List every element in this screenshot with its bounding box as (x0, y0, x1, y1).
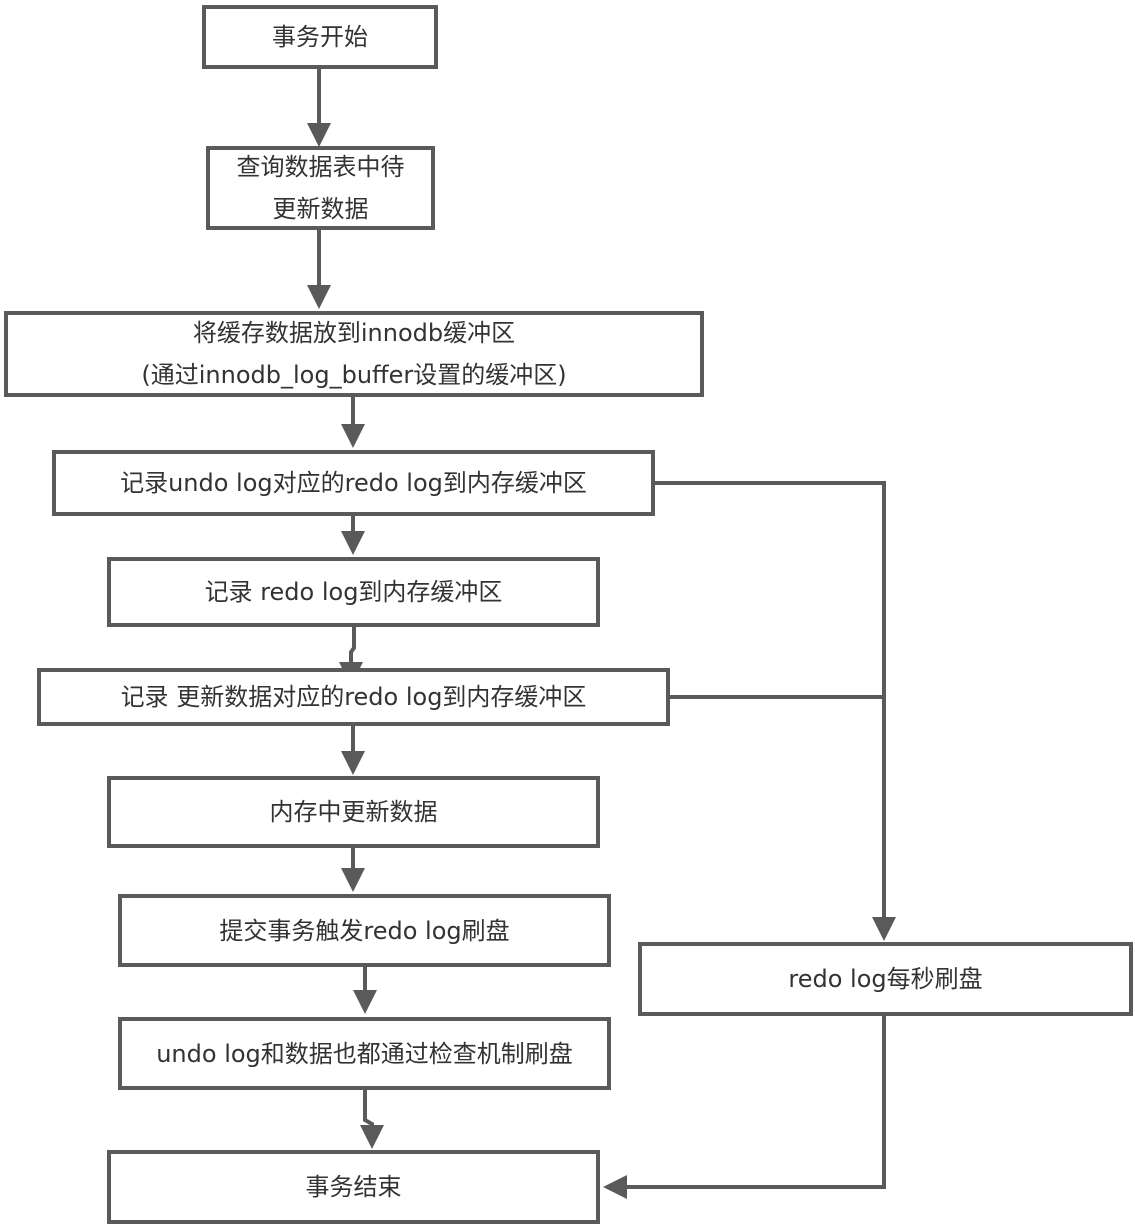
node-label: 将缓存数据放到innodb缓冲区 (192, 319, 516, 347)
edge-redo-update-redo (339, 626, 363, 686)
node-innodb-buffer: 将缓存数据放到innodb缓冲区 (通过innodb_log_buffer设置的… (4, 311, 704, 397)
node-label: undo log和数据也都通过检查机制刷盘 (156, 1039, 573, 1068)
node-redo-per-second: redo log每秒刷盘 (638, 942, 1133, 1016)
edge-checkpoint-end (360, 1089, 384, 1149)
node-undo-redo-log: 记录undo log对应的redo log到内存缓冲区 (52, 450, 655, 516)
node-commit-flush: 提交事务触发redo log刷盘 (118, 894, 611, 967)
node-memory-update: 内存中更新数据 (107, 776, 600, 848)
node-update-redo-log: 记录 更新数据对应的redo log到内存缓冲区 (37, 668, 670, 726)
node-query-data: 查询数据表中待 更新数据 (206, 146, 435, 230)
node-label: redo log每秒刷盘 (788, 965, 983, 993)
edge-per-second-end (603, 1015, 886, 1199)
node-redo-log: 记录 redo log到内存缓冲区 (107, 557, 600, 627)
node-label: 事务开始 (272, 23, 368, 51)
node-label: 记录 更新数据对应的redo log到内存缓冲区 (120, 683, 587, 711)
node-label: 事务结束 (305, 1173, 402, 1201)
node-label: 内存中更新数据 (269, 798, 438, 826)
node-transaction-start: 事务开始 (202, 5, 438, 69)
node-label: 记录undo log对应的redo log到内存缓冲区 (120, 469, 587, 497)
node-label: (通过innodb_log_buffer设置的缓冲区) (141, 361, 567, 389)
node-transaction-end: 事务结束 (107, 1150, 600, 1224)
node-checkpoint-flush: undo log和数据也都通过检查机制刷盘 (118, 1017, 611, 1090)
node-label: 提交事务触发redo log刷盘 (219, 916, 510, 945)
node-label: 更新数据 (272, 195, 369, 223)
edge-undo-redo-per-second (653, 481, 896, 941)
node-label: 记录 redo log到内存缓冲区 (204, 578, 503, 606)
node-label: 查询数据表中待 (236, 153, 405, 181)
